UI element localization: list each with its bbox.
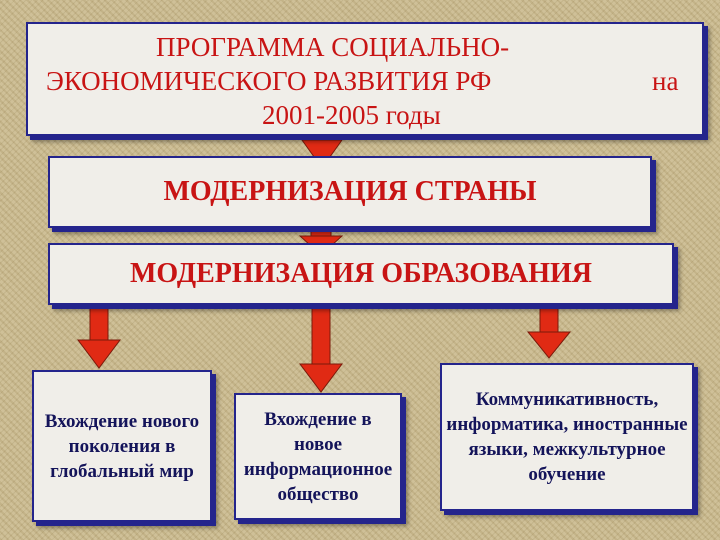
education-modernization-box: МОДЕРНИЗАЦИЯ ОБРАЗОВАНИЯ [48, 243, 674, 305]
title-line-2-suffix: на [652, 66, 679, 96]
global-world-label: Вхождение нового поколения в глобальный … [44, 410, 200, 482]
information-society-box: Вхождение в новое информационное обществ… [234, 393, 402, 520]
arrow-down-center [299, 305, 343, 393]
program-title-box: ПРОГРАММА СОЦИАЛЬНО- ЭКОНОМИЧЕСКОГО РАЗВ… [26, 22, 704, 136]
communication-skills-box: Коммуникативность, информатика, иностран… [440, 363, 694, 511]
program-title: ПРОГРАММА СОЦИАЛЬНО- ЭКОНОМИЧЕСКОГО РАЗВ… [28, 24, 702, 134]
title-line-1: ПРОГРАММА СОЦИАЛЬНО- [156, 32, 510, 62]
title-line-3: 2001-2005 годы [262, 100, 441, 130]
arrow-down-title-to-country [301, 139, 343, 169]
education-modernization-label: МОДЕРНИЗАЦИЯ ОБРАЗОВАНИЯ [130, 258, 592, 289]
global-world-box: Вхождение нового поколения в глобальный … [32, 370, 212, 522]
country-modernization-box: МОДЕРНИЗАЦИЯ СТРАНЫ [48, 156, 652, 228]
information-society-label: Вхождение в новое информационное обществ… [243, 408, 393, 505]
title-line-2: ЭКОНОМИЧЕСКОГО РАЗВИТИЯ РФ [46, 66, 492, 96]
communication-skills-label: Коммуникативность, информатика, иностран… [446, 389, 688, 485]
country-modernization-label: МОДЕРНИЗАЦИЯ СТРАНЫ [163, 176, 537, 207]
arrow-down-left [77, 305, 121, 369]
arrow-down-right [526, 305, 572, 359]
